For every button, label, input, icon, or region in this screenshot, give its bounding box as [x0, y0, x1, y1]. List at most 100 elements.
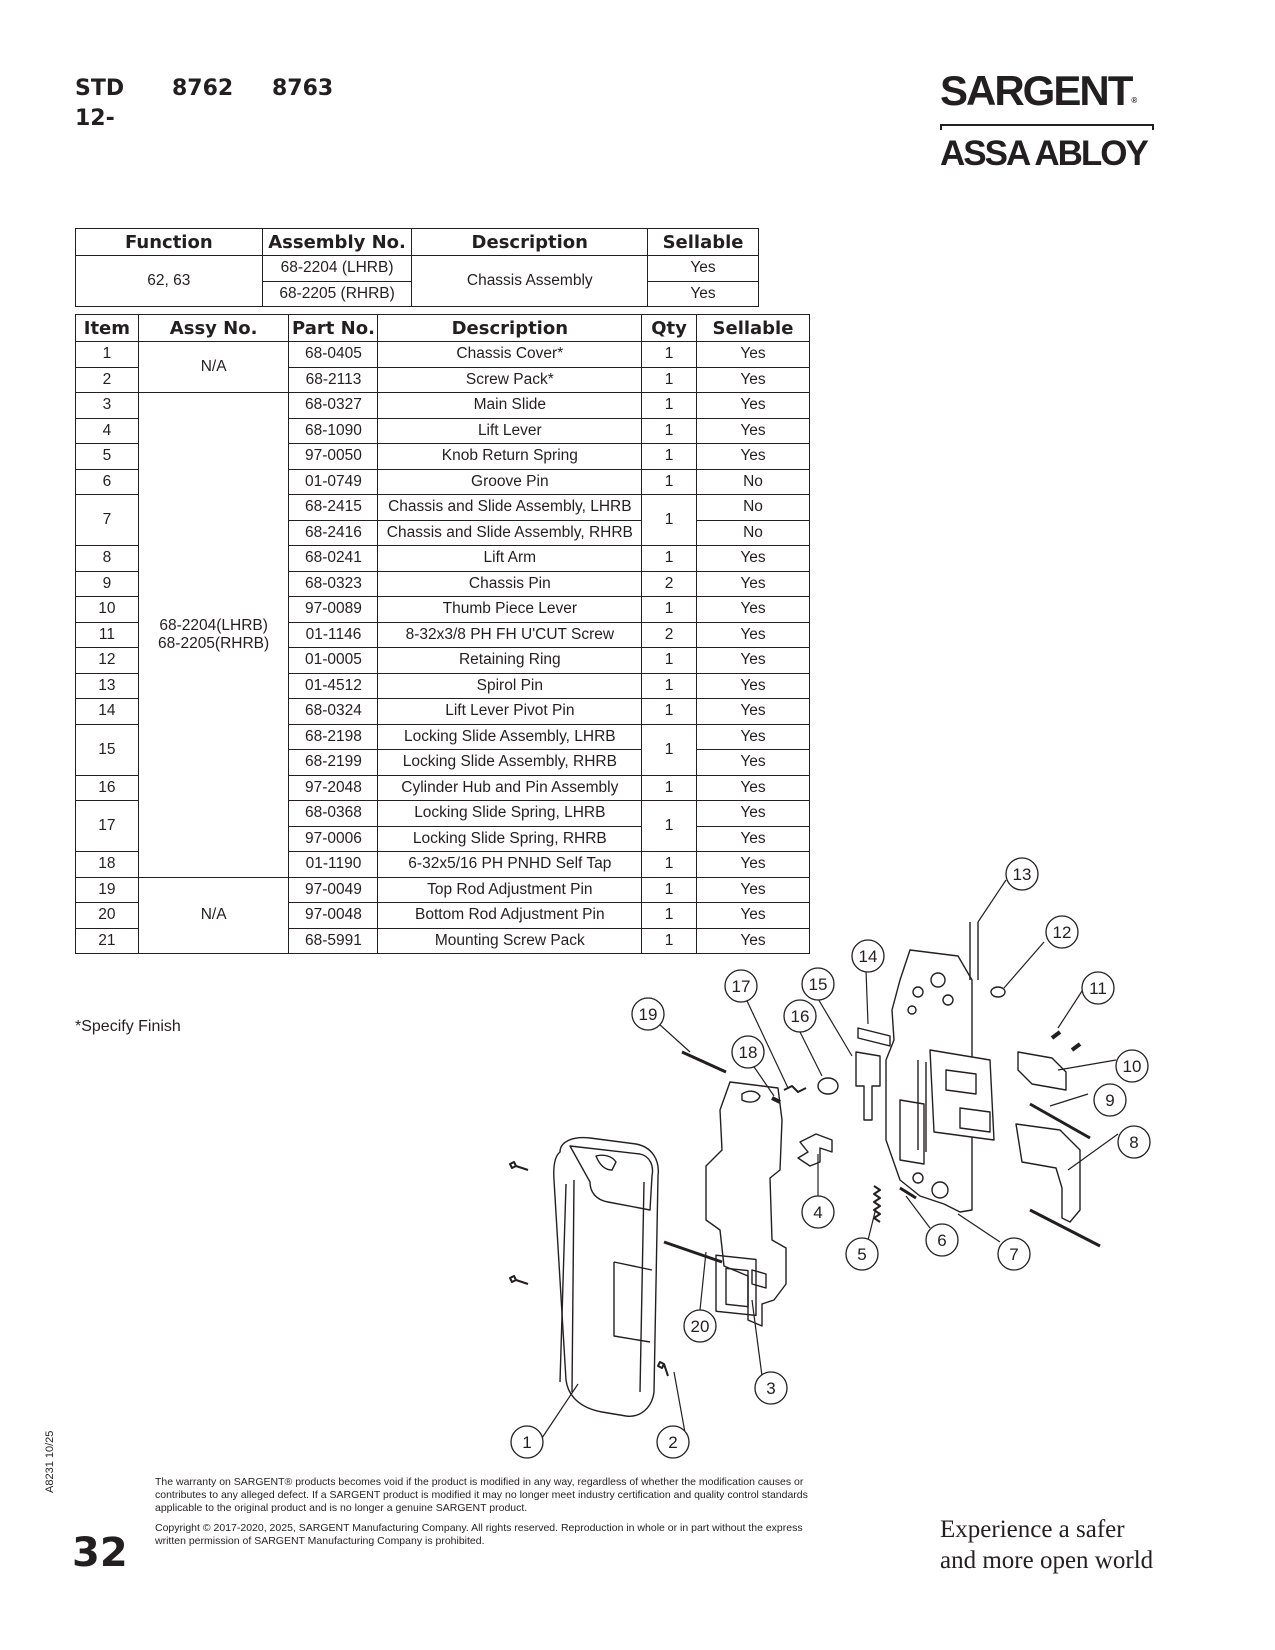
part-no-cell: 97-0050 — [288, 443, 379, 470]
qty-cell: 1 — [641, 774, 697, 801]
lift-lever-drawing — [797, 1133, 833, 1167]
sellable-cell: No — [695, 519, 811, 546]
item-cell: 20 — [75, 902, 139, 929]
col-header-assembly-no: Assembly No. — [261, 228, 413, 256]
callout-12: 12 — [1045, 915, 1079, 949]
callout-2: 2 — [656, 1425, 690, 1459]
callout-4: 4 — [801, 1195, 835, 1229]
function-prefix: 12- — [75, 106, 115, 131]
sellable-cell: Yes — [695, 621, 811, 648]
function-cell: 62, 63 — [75, 255, 263, 307]
part-no-cell: 01-0749 — [288, 468, 379, 495]
callout-1: 1 — [510, 1425, 544, 1459]
part-no-cell: 68-0241 — [288, 545, 379, 572]
part-no-cell: 97-2048 — [288, 774, 379, 801]
callout-18: 18 — [731, 1035, 765, 1069]
qty-cell: 1 — [641, 468, 697, 495]
assy-no-cell: N/A — [137, 876, 290, 954]
item-cell: 17 — [75, 800, 139, 852]
svg-text:4: 4 — [813, 1203, 822, 1222]
sellable-cell: No — [695, 468, 811, 495]
main-slide-drawing — [705, 1081, 787, 1327]
item-cell: 12 — [75, 647, 139, 674]
qty-cell: 1 — [641, 494, 697, 546]
sellable-cell: Yes — [695, 596, 811, 623]
svg-text:15: 15 — [809, 975, 828, 994]
col-header-item: Item — [75, 314, 139, 342]
callout-20: 20 — [683, 1309, 717, 1343]
part-no-cell: 68-2198 — [288, 723, 379, 750]
item-cell: 1 — [75, 341, 139, 368]
item-cell: 18 — [75, 851, 139, 878]
item-cell: 7 — [75, 494, 139, 546]
item-cell: 13 — [75, 672, 139, 699]
tagline-line-1: Experience a safer — [940, 1516, 1125, 1543]
part-no-cell: 68-0323 — [288, 570, 379, 597]
svg-text:16: 16 — [791, 1007, 810, 1026]
svg-text:7: 7 — [1009, 1245, 1018, 1264]
assy-no-cell: N/A — [137, 341, 290, 393]
part-no-cell: 68-0327 — [288, 392, 379, 419]
model-8763: 8763 — [272, 76, 334, 101]
part-no-cell: 01-1190 — [288, 851, 379, 878]
part-no-cell: 97-0089 — [288, 596, 379, 623]
svg-text:5: 5 — [857, 1245, 866, 1264]
part-no-cell: 68-2416 — [288, 519, 379, 546]
description-cell: 8-32x3/8 PH FH U'CUT Screw — [377, 621, 643, 648]
specify-finish-note: *Specify Finish — [75, 1018, 181, 1035]
qty-cell: 1 — [641, 392, 697, 419]
callout-15: 15 — [801, 967, 835, 1001]
sellable-cell: Yes — [695, 698, 811, 725]
svg-text:3: 3 — [766, 1379, 775, 1398]
chassis-cover-drawing — [553, 1136, 659, 1417]
sellable-cell: Yes — [695, 723, 811, 750]
model-8762: 8762 — [172, 76, 234, 101]
description-cell: 6-32x5/16 PH PNHD Self Tap — [377, 851, 643, 878]
part-no-cell: 68-2415 — [288, 494, 379, 521]
copyright-notice: Copyright © 2017-2020, 2025, SARGENT Man… — [155, 1522, 803, 1547]
logo-divider — [940, 124, 1154, 130]
item-cell: 4 — [75, 417, 139, 444]
callout-10: 10 — [1115, 1049, 1149, 1083]
svg-text:13: 13 — [1013, 865, 1032, 884]
callout-13: 13 — [1005, 857, 1039, 891]
qty-cell: 2 — [641, 621, 697, 648]
col-header-part-no: Part No. — [288, 314, 379, 342]
part-no-cell: 97-0006 — [288, 825, 379, 852]
svg-text:8: 8 — [1129, 1133, 1138, 1152]
item-cell: 14 — [75, 698, 139, 725]
sellable-cell: Yes — [695, 851, 811, 878]
part-no-cell: 01-1146 — [288, 621, 379, 648]
std-label: STD — [75, 76, 125, 101]
description-cell: Groove Pin — [377, 468, 643, 495]
part-no-cell: 68-1090 — [288, 417, 379, 444]
svg-text:19: 19 — [639, 1005, 658, 1024]
part-no-cell: 68-0368 — [288, 800, 379, 827]
warranty-notice: The warranty on SARGENT® products become… — [155, 1476, 808, 1514]
document-code: A8231 10/25 — [44, 1430, 56, 1493]
svg-text:6: 6 — [937, 1231, 946, 1250]
assy-no-cell: 68-2204(LHRB) 68-2205(RHRB) — [137, 392, 290, 878]
description-cell: Locking Slide Assembly, LHRB — [377, 723, 643, 750]
page-number: 32 — [72, 1530, 128, 1576]
item-cell: 8 — [75, 545, 139, 572]
callout-19: 19 — [631, 997, 665, 1031]
callout-3: 3 — [754, 1371, 788, 1405]
item-cell: 3 — [75, 392, 139, 419]
svg-text:1: 1 — [522, 1433, 531, 1452]
sellable-cell: Yes — [647, 280, 759, 307]
assembly-table: Function Assembly No. Description Sellab… — [75, 228, 759, 307]
callout-11: 11 — [1081, 971, 1115, 1005]
